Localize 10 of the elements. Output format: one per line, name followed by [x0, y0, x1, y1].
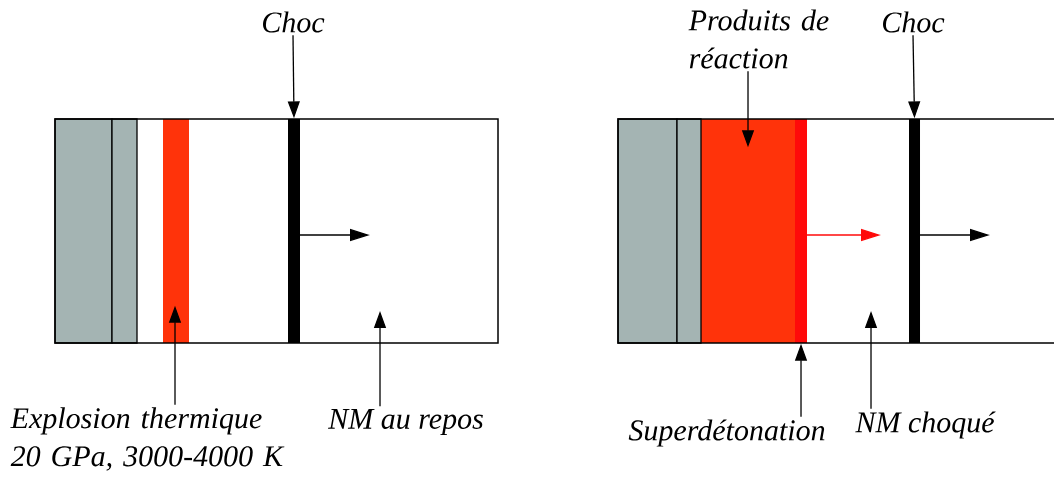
label-text: Explosion thermique 20 GPa, 3000-4000 K [10, 407, 285, 471]
label-text: NM au repos [328, 409, 483, 435]
reaction-products-band [701, 119, 795, 343]
thermal-explosion-band [163, 119, 189, 343]
label-text: Choc [883, 11, 945, 33]
label-text: Produits de réaction [688, 9, 829, 69]
label-text: Superdétonation [628, 419, 825, 447]
label-text: Choc [263, 11, 325, 33]
label-text: NM choqué [855, 411, 996, 439]
superdetonation-front-bar [795, 119, 807, 343]
